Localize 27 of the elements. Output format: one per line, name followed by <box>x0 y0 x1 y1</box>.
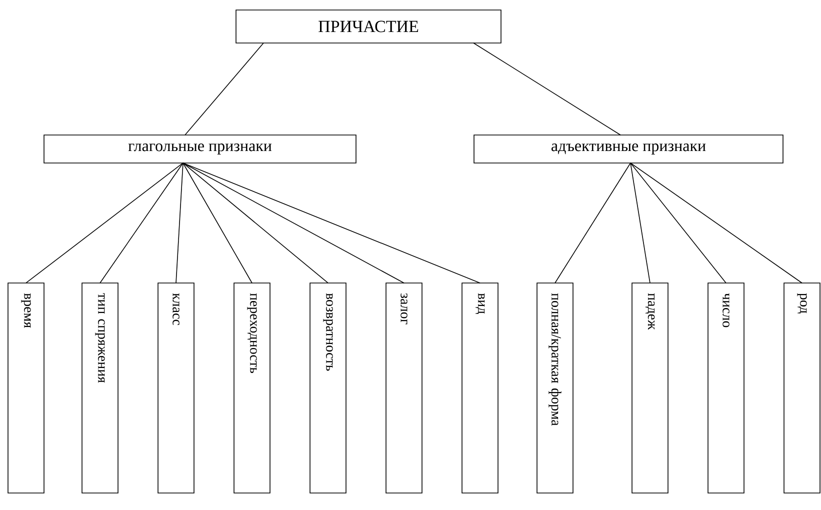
connector-line <box>100 162 184 284</box>
feature-box: тип спряжения <box>82 282 118 494</box>
connector-line <box>176 162 184 284</box>
connector-line <box>184 42 264 136</box>
feature-box: падеж <box>632 282 668 494</box>
connector-line <box>473 42 621 136</box>
connector-line <box>182 162 480 284</box>
connector-line <box>26 162 184 284</box>
connector-line <box>182 162 252 284</box>
connector-line <box>182 162 328 284</box>
category-box: глагольные признаки <box>44 134 356 164</box>
connector-line <box>630 162 650 284</box>
connector-line <box>182 162 404 284</box>
feature-box: вид <box>462 282 498 494</box>
connector-line <box>630 162 802 284</box>
category-box: адъективные признаки <box>474 134 784 164</box>
feature-box: время <box>8 282 44 494</box>
title-box: ПРИЧАСТИЕ <box>236 10 502 44</box>
feature-box: род <box>784 282 820 494</box>
feature-box: класс <box>158 282 194 494</box>
feature-box: переходность <box>234 282 270 494</box>
feature-box: число <box>708 282 744 494</box>
feature-box: полная/краткая форма <box>536 282 574 494</box>
connector-line <box>630 162 726 284</box>
feature-box: залог <box>386 282 422 494</box>
connector-line <box>554 162 631 284</box>
feature-box: возвратность <box>310 282 346 494</box>
